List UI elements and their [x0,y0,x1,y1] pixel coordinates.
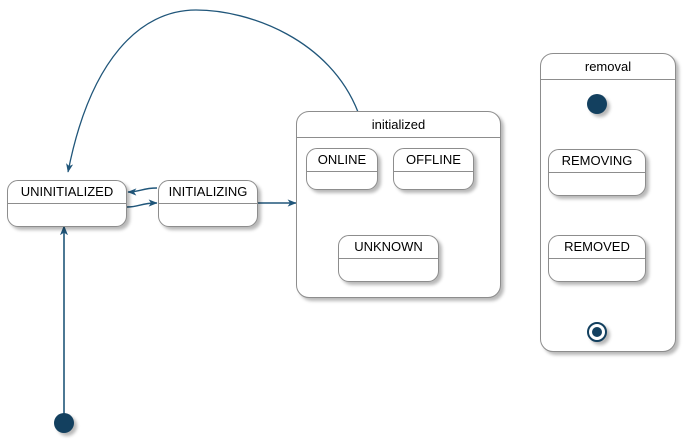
state-offline-body [394,172,473,186]
final-state-node-removal [587,322,607,342]
state-removed-label: REMOVED [549,236,645,259]
state-uninitialized-body [8,204,126,218]
state-offline[interactable]: OFFLINE [393,148,474,190]
state-unknown-label: UNKNOWN [339,236,438,259]
state-offline-label: OFFLINE [394,149,473,172]
composite-state-removal-label: removal [541,54,675,80]
state-removing[interactable]: REMOVING [548,149,646,196]
state-online[interactable]: ONLINE [306,148,378,190]
state-online-body [307,172,377,186]
state-removed[interactable]: REMOVED [548,235,646,282]
state-unknown-body [339,259,438,273]
initial-state-node-main [54,413,74,433]
composite-state-initialized-label: initialized [297,112,500,138]
state-removed-body [549,259,645,273]
edge-initializing-to-uninitialized [127,187,158,196]
state-uninitialized-label: UNINITIALIZED [8,181,126,204]
state-unknown[interactable]: UNKNOWN [338,235,439,282]
state-initializing[interactable]: INITIALIZING [158,180,258,227]
state-uninitialized[interactable]: UNINITIALIZED [7,180,127,227]
state-removing-body [549,173,645,187]
edge-uninitialized-to-initializing [126,199,158,208]
state-initializing-label: INITIALIZING [159,181,257,204]
composite-state-removal[interactable]: removal [540,53,676,352]
initial-state-node-removal [587,94,607,114]
state-removing-label: REMOVING [549,150,645,173]
state-initializing-body [159,204,257,218]
state-online-label: ONLINE [307,149,377,172]
